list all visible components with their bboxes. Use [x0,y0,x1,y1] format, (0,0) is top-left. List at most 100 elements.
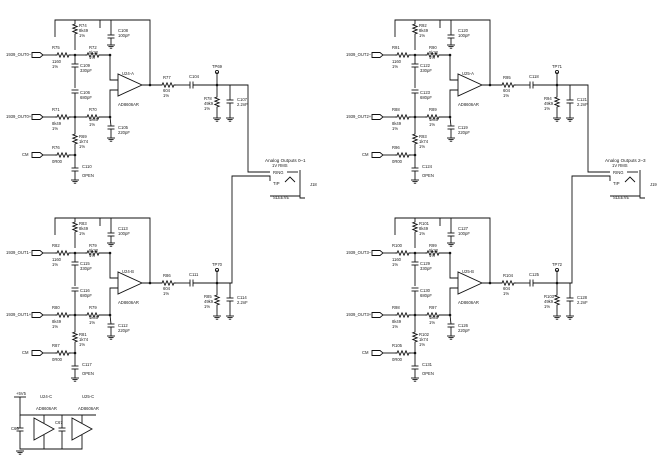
capacitor-ref: C105 [118,125,129,130]
resistor-value: 8k49 [419,226,429,231]
feedback-top-resistor [71,220,79,234]
connector-pin-ring: RING [613,170,623,175]
wire [54,19,101,37]
resistor-value: 1160 [392,257,402,262]
capacitor-ref: C120 [458,28,469,33]
mid-resistor-minus [425,249,441,257]
resistor-tolerance: 1% [89,320,95,325]
resistor-value: 8k49 [392,319,402,324]
load-resistor [553,293,561,307]
amp-ref: U25-B [462,269,474,274]
connector-subtitle: 1V RMS [612,163,628,168]
op-amp-symbol [117,73,144,97]
resistor-value: 5k32 [429,248,439,253]
resistor-tolerance: 1% [52,64,58,69]
resistor-tolerance: 1% [419,144,425,149]
capacitor-value: OPEN [422,173,434,178]
capacitor-ref: C119 [458,125,468,130]
wire [394,217,441,235]
cm-port [371,152,384,158]
load-capacitor [566,99,574,104]
resistor-tolerance: 1% [79,342,85,347]
mid-resistor-minus [425,51,441,59]
connector-pin-ring: RING [273,170,283,175]
cm-capacitor [411,167,419,172]
connector-pin-tip: TIP [613,181,620,186]
connector-subtitle: 1V RMS [272,163,288,168]
mid-resistor-plus [425,311,441,319]
mid-resistor-plus [85,311,101,319]
feedback-bottom-resistor [411,132,419,146]
capacitor-ref: C108 [118,28,129,33]
connector-title: Analog Outputs 2–3 [605,158,646,163]
amp-part-number: AD8606AR [118,300,139,305]
resistor-value: 49k9 [204,299,214,304]
cm-port [371,350,384,356]
capacitor-ref: C128 [577,295,588,300]
wire [111,217,151,282]
feedback-bottom-capacitor [447,323,455,328]
test-point-marker [554,69,560,75]
resistor-tolerance: 1% [79,33,85,38]
feedback-top-capacitor [107,232,115,237]
resistor-ref: R98 [392,305,400,310]
mid-resistor-minus [85,51,101,59]
capacitor-ref: C115 [80,261,90,266]
filter-block-out1: R838k491%C113100pF1939_OUT1−R8211601%R79… [6,217,248,382]
junction-dot [448,53,452,57]
input-port-plus [31,114,44,120]
wire [441,54,458,81]
output-resistor [160,81,176,89]
input-net-label: 1939_OUT1+ [6,312,32,317]
junction-dot [488,83,492,87]
cm-resistor [395,349,411,357]
output-coupling-capacitor [189,279,194,287]
capacitor-ref: C109 [80,63,91,68]
capacitor-value: OPEN [82,173,94,178]
resistor-value: 1k65 [429,315,439,320]
feedback-bottom-resistor [71,132,79,146]
capacitor-ref: C114 [237,295,247,300]
capacitor-value: 680pF [80,293,92,298]
capacitor-ref: C130 [420,288,431,293]
jack-body [299,170,305,199]
junction-dot [148,281,152,285]
capacitor-value: 330pF [80,68,92,73]
input-resistor-minus [395,51,411,59]
resistor-tolerance: 1% [429,320,435,325]
output-resistor [500,81,516,89]
feedback-top-resistor [411,22,419,36]
ground-symbol [226,117,234,122]
input-port-minus [371,250,384,256]
capacitor-ref: C107 [237,97,248,102]
test-point-label: TP69 [212,64,223,69]
resistor-tolerance: 1% [89,122,95,127]
resistor-tolerance: 1% [204,106,210,111]
input-net-label: 1939_OUT1− [6,250,32,255]
resistor-ref: R79 [89,305,97,310]
capacitor-value: 100pF [118,33,130,38]
resistor-tolerance: 1% [79,144,85,149]
resistor-value: 0R00 [392,159,403,164]
input-net-label: 1939_OUT2− [346,52,372,57]
capacitor-ref: C117 [82,362,92,367]
input-net-label: 1939_OUT3− [346,250,372,255]
wire [101,287,118,316]
capacitor-value: OPEN [422,371,434,376]
resistor-value: 8k49 [52,319,62,324]
capacitor-ref: C124 [422,164,433,169]
power-amp-part: AD8606AR [78,406,99,411]
connector-pin-sleeve: SLEEVE [613,195,630,200]
connector-ref: J19 [650,182,657,187]
amp-ref: U24-A [122,71,134,76]
wire [111,19,151,84]
load-resistor [553,95,561,109]
ground-symbol [107,44,115,49]
power-amp-part: AD8606AR [36,406,57,411]
resistor-tolerance: 1% [163,93,169,98]
capacitor-ref: C67 [55,420,63,425]
resistor-value: 1k65 [429,117,439,122]
input-port-plus [31,312,44,318]
output-coupling-capacitor [529,81,534,89]
